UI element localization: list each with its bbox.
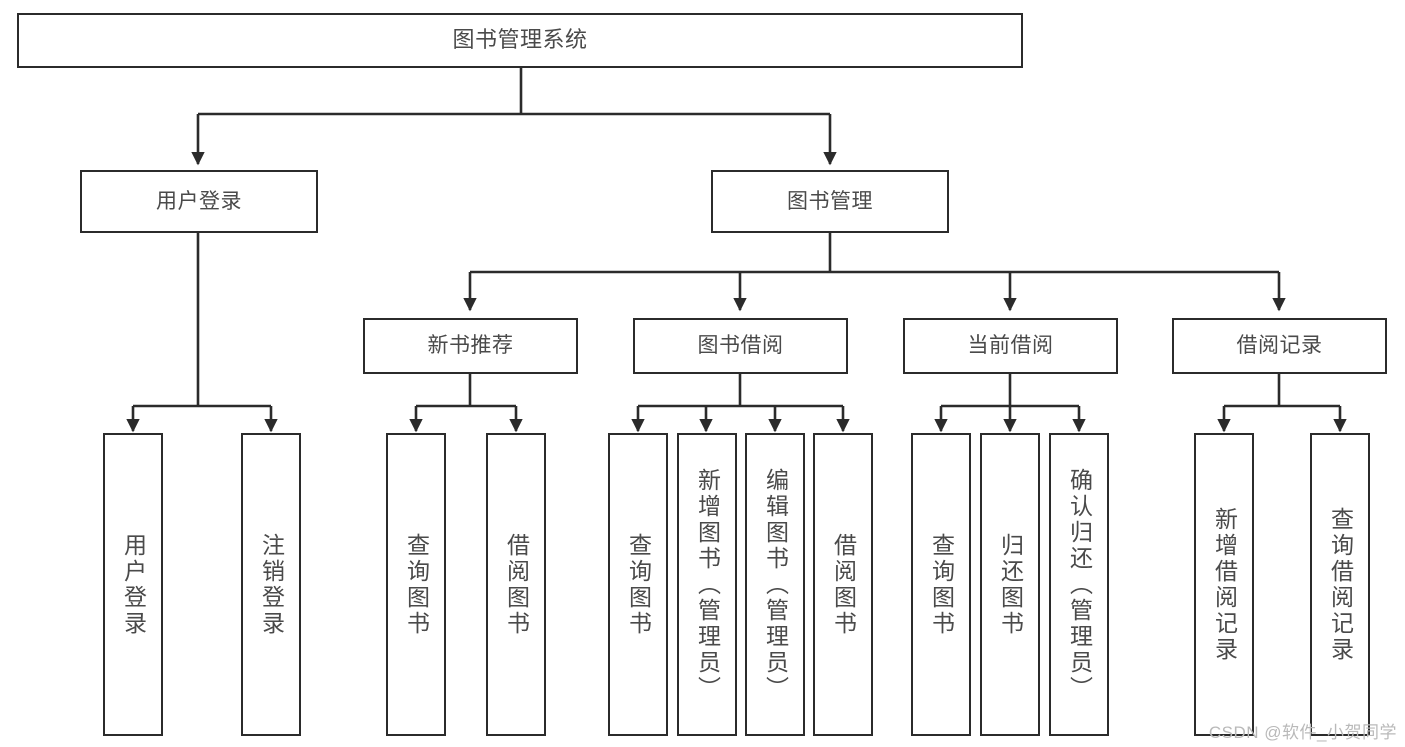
node-current-borrowing[interactable]: 当前借阅 — [903, 318, 1118, 374]
node-label: 用户登录 — [120, 532, 147, 637]
leaf-query-borrow-record[interactable]: 查询借阅记录 — [1310, 433, 1370, 736]
csdn-watermark: CSDN @软件_小贺同学 — [1208, 723, 1397, 742]
node-user-login[interactable]: 用户登录 — [80, 170, 318, 233]
node-label: 借阅图书 — [503, 532, 530, 637]
node-root-library-management-system[interactable]: 图书管理系统 — [17, 13, 1023, 68]
node-label: 新书推荐 — [427, 334, 514, 358]
node-borrow-records[interactable]: 借阅记录 — [1172, 318, 1387, 374]
leaf-query-books-current[interactable]: 查询图书 — [911, 433, 971, 736]
node-label: 用户登录 — [156, 189, 242, 213]
leaf-add-borrow-record[interactable]: 新增借阅记录 — [1194, 433, 1254, 736]
leaf-query-books-new[interactable]: 查询图书 — [386, 433, 446, 736]
node-new-book-recommendation[interactable]: 新书推荐 — [363, 318, 578, 374]
node-label: 图书管理 — [787, 189, 873, 213]
node-label: 查询图书 — [403, 532, 430, 637]
node-label: 确认归还（管理员） — [1066, 467, 1093, 702]
leaf-confirm-return-admin[interactable]: 确认归还（管理员） — [1049, 433, 1109, 736]
node-label: 图书管理系统 — [452, 27, 588, 53]
leaf-borrow-books-new[interactable]: 借阅图书 — [486, 433, 546, 736]
node-label: 新增借阅记录 — [1211, 506, 1238, 663]
node-label: 当前借阅 — [967, 334, 1054, 358]
node-label: 图书借阅 — [697, 334, 784, 358]
leaf-user-login[interactable]: 用户登录 — [103, 433, 163, 736]
node-label: 新增图书（管理员） — [694, 467, 721, 702]
node-label: 借阅图书 — [830, 532, 857, 637]
leaf-query-books-borrow[interactable]: 查询图书 — [608, 433, 668, 736]
leaf-return-books[interactable]: 归还图书 — [980, 433, 1040, 736]
node-label: 借阅记录 — [1236, 334, 1323, 358]
leaf-logout[interactable]: 注销登录 — [241, 433, 301, 736]
node-label: 查询图书 — [625, 532, 652, 637]
node-label: 编辑图书（管理员） — [762, 467, 789, 702]
node-label: 查询图书 — [928, 532, 955, 637]
node-label: 查询借阅记录 — [1327, 506, 1354, 663]
leaf-edit-book-admin[interactable]: 编辑图书（管理员） — [745, 433, 805, 736]
leaf-add-book-admin[interactable]: 新增图书（管理员） — [677, 433, 737, 736]
node-book-management[interactable]: 图书管理 — [711, 170, 949, 233]
node-label: 注销登录 — [258, 532, 285, 637]
node-book-borrowing[interactable]: 图书借阅 — [633, 318, 848, 374]
leaf-borrow-books[interactable]: 借阅图书 — [813, 433, 873, 736]
node-label: 归还图书 — [997, 532, 1024, 637]
